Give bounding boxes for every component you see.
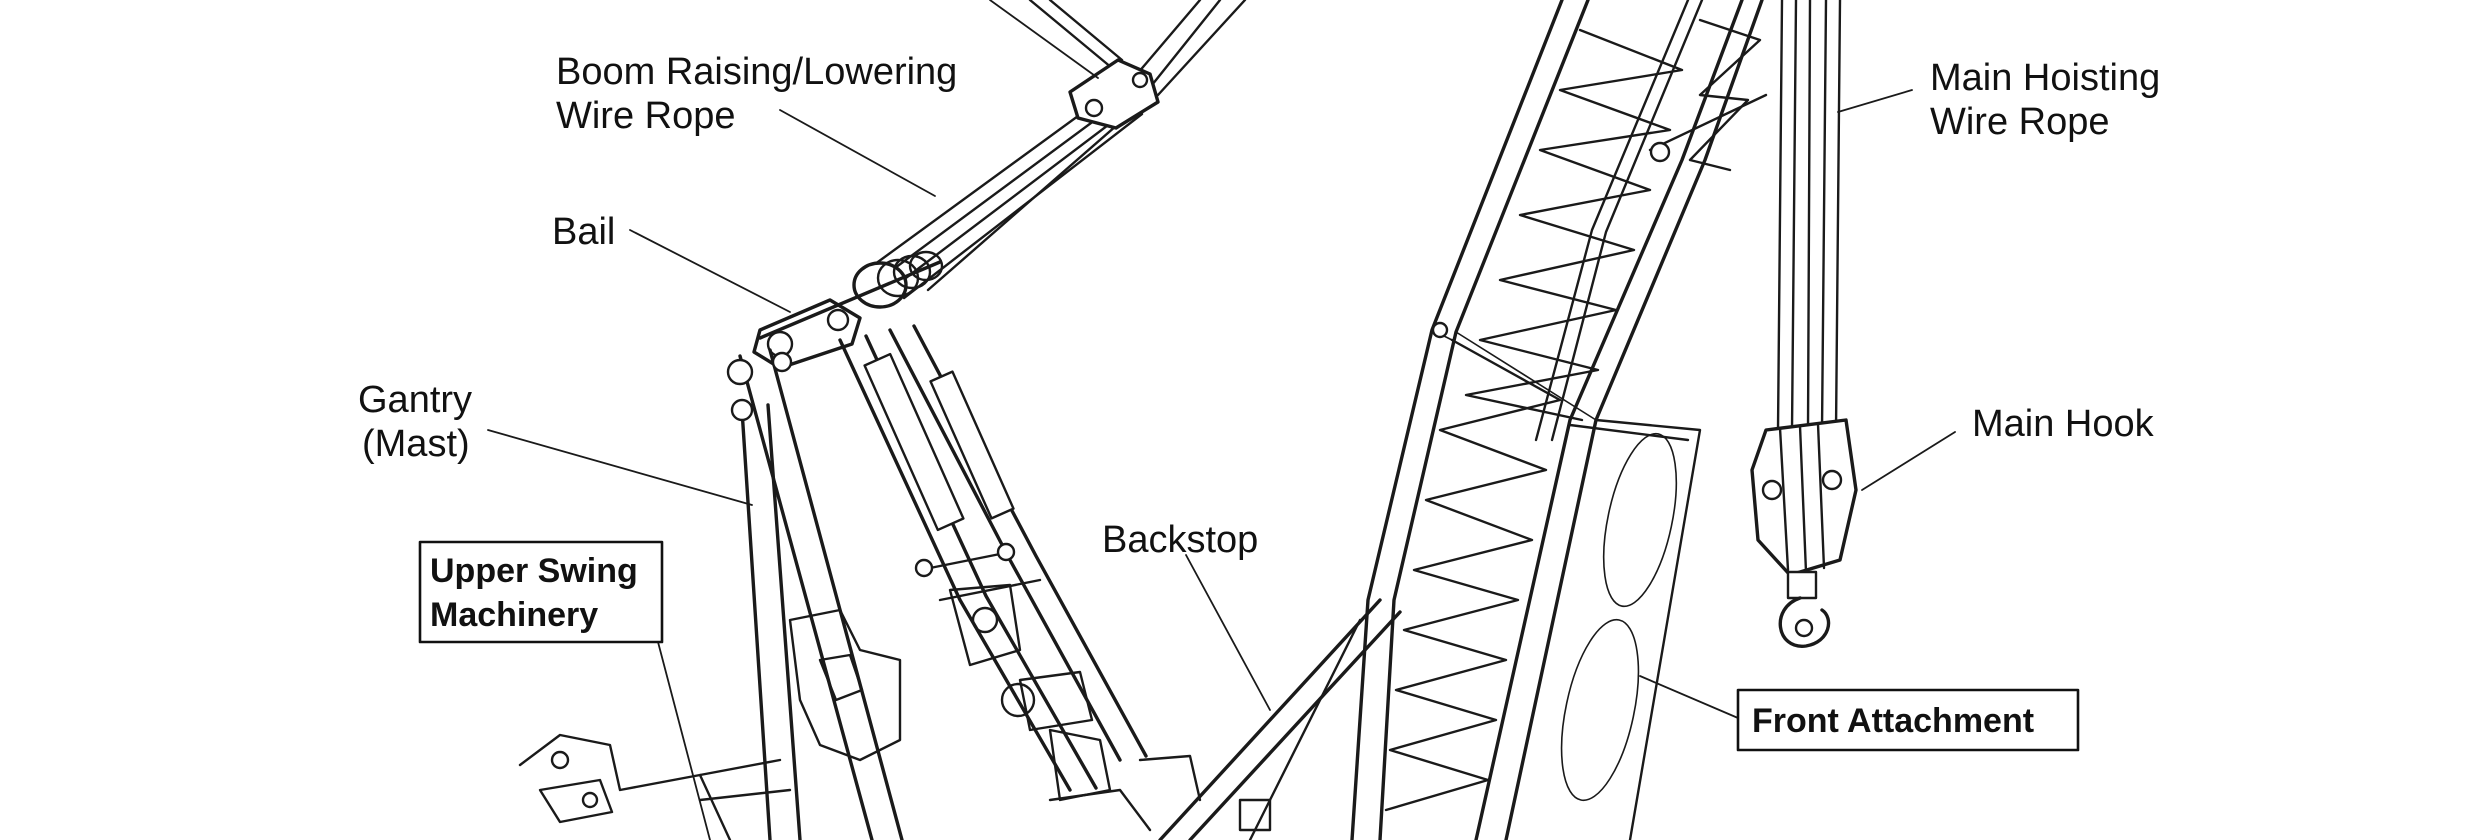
boom-raising-lowering-wire-rope [858,0,1247,300]
upper-pulley-block [1068,58,1160,130]
main-hoisting-wire-rope [1776,0,1842,432]
front-attachment-label: Front Attachment [1752,702,2034,740]
main-hoisting-label-line1: Main Hoisting [1930,57,2160,99]
boom-rope-label-line2: Wire Rope [556,95,736,137]
gantry-label-line1: Gantry [358,379,472,421]
label-boom-raising-lowering-wire-rope: Boom Raising/Lowering Wire Rope [556,51,957,137]
label-gantry: Gantry (Mast) [358,379,472,465]
label-main-hook: Main Hook [1972,403,2155,445]
bail [752,250,944,370]
leader-lines [487,0,1956,840]
boom-rope-label-line1: Boom Raising/Lowering [556,51,957,93]
gantry-label-line2: (Mast) [362,423,470,465]
backstop [1158,598,1402,840]
label-upper-swing-machinery: Upper Swing Machinery [418,540,664,644]
label-bail: Bail [552,211,615,253]
upper-swing-label-line2: Machinery [430,596,598,634]
gantry [726,324,1148,840]
upper-swing-label-line1: Upper Swing [430,552,638,590]
upper-swing-machinery [518,583,1272,840]
main-hoisting-label-line2: Wire Rope [1930,101,2110,143]
label-backstop: Backstop [1102,519,1258,561]
boom [1350,0,1768,840]
label-front-attachment: Front Attachment [1736,688,2080,752]
label-main-hoisting-wire-rope: Main Hoisting Wire Rope [1930,57,2160,143]
main-hook-block [1750,418,1858,648]
